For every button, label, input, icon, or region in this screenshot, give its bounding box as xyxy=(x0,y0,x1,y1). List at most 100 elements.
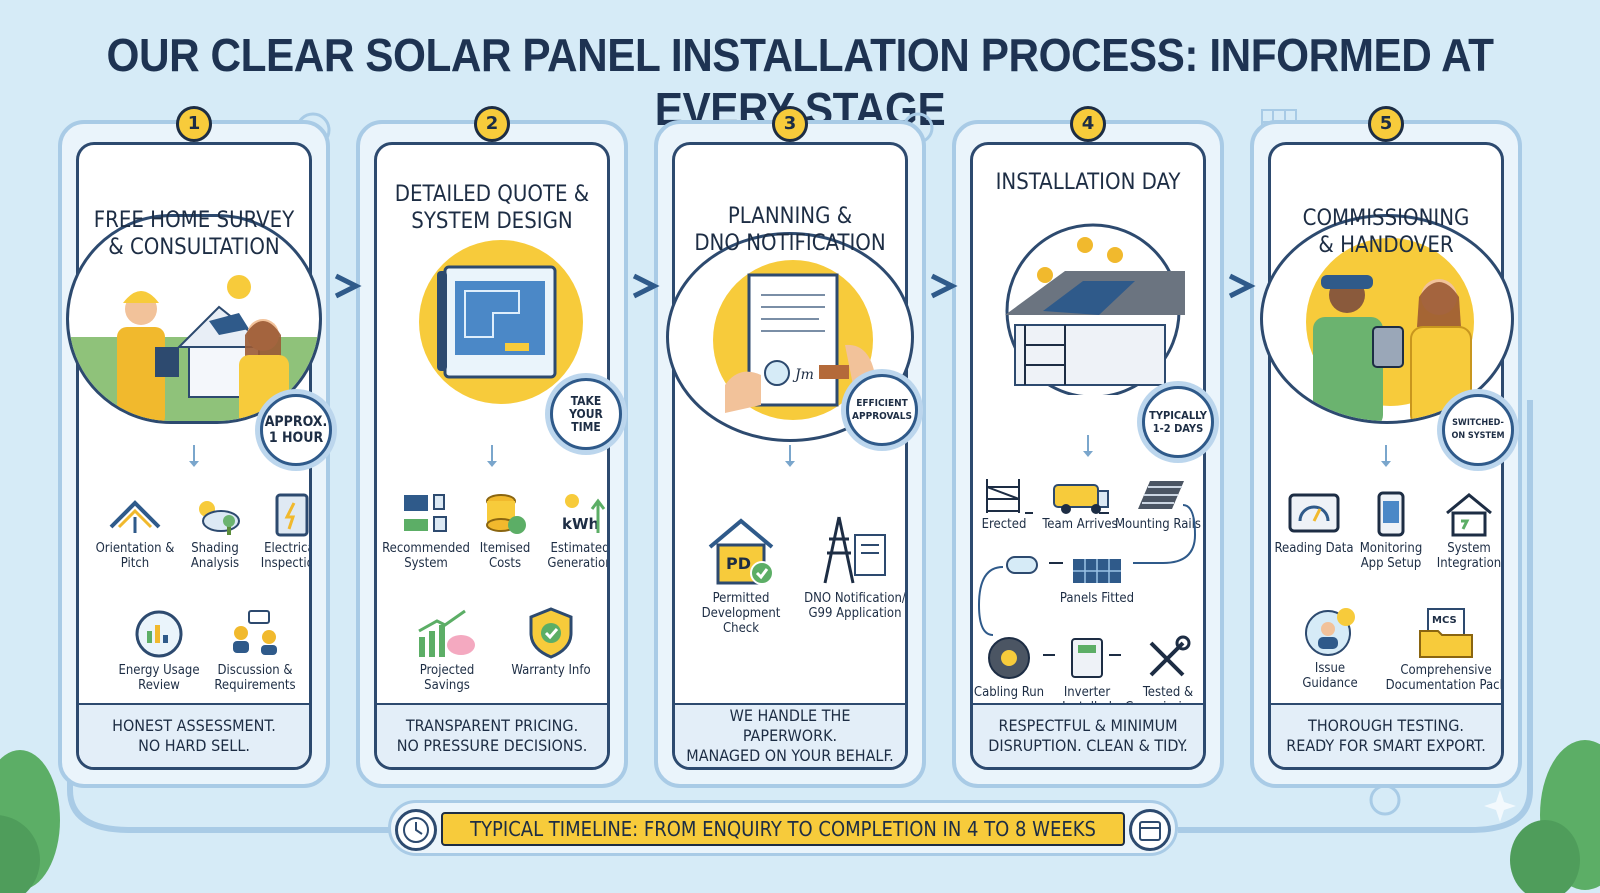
list-item: Itemised Costs xyxy=(465,491,545,571)
stage-title: DETAILED QUOTE & SYSTEM DESIGN xyxy=(394,182,590,234)
fusebox-icon xyxy=(275,493,309,537)
list-item: Recommended System xyxy=(379,491,473,571)
svg-text:MCS: MCS xyxy=(1432,615,1457,626)
roof-installation-illustration xyxy=(1005,223,1185,395)
scaffold-icon xyxy=(986,479,1020,513)
flow-step: Team Arrives xyxy=(1035,475,1125,532)
list-item: DNO Notification/ G99 Application xyxy=(801,513,905,621)
stage-2: 2 DETAILED QUOTE & SYSTEM DESIGN Recomme… xyxy=(356,106,628,788)
list-item: Electrical Inspection xyxy=(245,493,309,571)
document-signing-illustration: Jm xyxy=(713,260,875,420)
house-pd-icon: PD xyxy=(708,518,774,585)
stage-number: 5 xyxy=(1368,106,1404,142)
question-person-icon xyxy=(1305,608,1355,656)
svg-text:PD: PD xyxy=(726,554,751,573)
list-item: Shading Analysis xyxy=(169,493,261,571)
flow-step: Mounting Rails xyxy=(1113,475,1203,532)
svg-text:Jm: Jm xyxy=(792,367,814,383)
list-item: Issue Guidance xyxy=(1287,607,1373,691)
status-badge: SWITCHED-ON SYSTEM xyxy=(1442,394,1514,466)
calendar-icon xyxy=(1129,809,1171,851)
meter-icon xyxy=(135,610,183,658)
tools-icon xyxy=(1149,635,1191,677)
stage-5: 5 COMMISSIONING & HANDOVER Reading Data … xyxy=(1250,106,1522,788)
list-item: Monitoring App Setup xyxy=(1349,491,1433,571)
kwh-icon: kWh xyxy=(562,494,606,533)
duration-badge: TAKE YOUR TIME xyxy=(550,378,622,450)
list-item: Energy Usage Review xyxy=(109,609,209,693)
stage-card: PLANNING & DNO NOTIFICATION PD Permitted… xyxy=(672,142,908,770)
phone-app-icon xyxy=(1377,491,1405,537)
stage-4: 4 INSTALLATION DAY Erected Team Arrives … xyxy=(952,106,1224,788)
list-item: Reading Data xyxy=(1273,491,1355,556)
piggy-bank-icon xyxy=(418,609,475,657)
list-item: Discussion & Requirements xyxy=(205,609,305,693)
timeline-text: TYPICAL TIMELINE: FROM ENQUIRY TO COMPLE… xyxy=(441,812,1125,846)
down-arrow xyxy=(487,445,497,467)
duration-badge: TYPICALLY 1-2 DAYS xyxy=(1142,386,1214,458)
stage-number: 1 xyxy=(176,106,212,142)
list-item: Projected Savings xyxy=(401,607,493,693)
pylon-document-icon xyxy=(823,516,886,584)
stage-title: FREE HOME SURVEY & CONSULTATION xyxy=(93,208,295,260)
stage-illustration: Jm xyxy=(666,232,914,442)
stage-title: PLANNING & DNO NOTIFICATION xyxy=(694,204,886,256)
stage-card: FREE HOME SURVEY & CONSULTATION Orientat… xyxy=(76,142,312,770)
timeline-banner: TYPICAL TIMELINE: FROM ENQUIRY TO COMPLE… xyxy=(388,800,1178,856)
stage-illustration xyxy=(1260,214,1514,424)
flow-connector xyxy=(977,504,1197,656)
stage-card: DETAILED QUOTE & SYSTEM DESIGN Recommend… xyxy=(374,142,610,770)
clock-icon xyxy=(395,809,437,851)
coins-icon xyxy=(486,494,526,534)
stage-footer: TRANSPARENT PRICING.NO PRESSURE DECISION… xyxy=(377,703,607,767)
duration-badge: APPROX. 1 HOUR xyxy=(260,394,332,466)
stage-title: COMMISSIONING & HANDOVER xyxy=(1302,206,1470,258)
stage-footer: THOROUGH TESTING.READY FOR SMART EXPORT. xyxy=(1271,703,1501,767)
discussion-icon xyxy=(233,610,277,655)
inverter-icon xyxy=(1071,638,1103,678)
stage-number: 4 xyxy=(1070,106,1106,142)
status-badge: EFFICIENT APPROVALS xyxy=(846,374,918,446)
stage-1: 1 FREE HOME SURVEY & CONSULTATION Orient… xyxy=(58,106,332,788)
arrow-right-icon xyxy=(632,273,660,299)
stage-title: INSTALLATION DAY xyxy=(995,170,1181,195)
stage-number: 2 xyxy=(474,106,510,142)
shield-check-icon xyxy=(529,607,573,659)
stage-footer: HONEST ASSESSMENT.NO HARD SELL. xyxy=(79,703,309,767)
arrow-right-icon xyxy=(1228,273,1256,299)
house-battery-icon xyxy=(1446,493,1492,537)
list-item: Orientation & Pitch xyxy=(89,493,181,571)
flow-step: Cabling Run xyxy=(973,635,1049,700)
stage-number: 3 xyxy=(772,106,808,142)
list-item: PD Permitted Development Check xyxy=(689,513,793,636)
arrow-right-icon xyxy=(334,273,362,299)
stage-footer: WE HANDLE THE PAPERWORK.MANAGED ON YOUR … xyxy=(675,703,905,767)
sun-cloud-icon xyxy=(199,501,240,535)
down-arrow xyxy=(189,445,199,467)
flow-step: Panels Fitted xyxy=(1047,555,1147,606)
panel-icon xyxy=(1073,559,1121,583)
svg-text:kWh: kWh xyxy=(562,515,599,533)
folder-mcs-icon: MCS xyxy=(1419,608,1473,658)
roof-angle-icon xyxy=(109,500,161,533)
cable-reel-icon xyxy=(988,637,1030,679)
stage-3: 3 PLANNING & DNO NOTIFICATION PD Permitt… xyxy=(654,106,926,788)
down-arrow xyxy=(1083,435,1093,457)
flow-step: Erected xyxy=(973,475,1049,532)
list-item: MCS Comprehensive Documentation Pack xyxy=(1381,607,1501,693)
solar-system-icon xyxy=(404,494,447,532)
handover-illustration xyxy=(1306,238,1474,421)
gauge-icon xyxy=(1288,493,1340,533)
cable-icon xyxy=(1006,556,1038,574)
down-arrow xyxy=(785,445,795,467)
van-icon xyxy=(1053,484,1109,514)
list-item: Warranty Info xyxy=(505,607,597,678)
list-item: System Integration xyxy=(1427,491,1501,571)
arrow-right-icon xyxy=(930,273,958,299)
rails-icon xyxy=(1138,481,1184,509)
blueprint-illustration xyxy=(419,240,583,404)
down-arrow xyxy=(1381,445,1391,467)
stage-card: INSTALLATION DAY Erected Team Arrives Mo… xyxy=(970,142,1206,770)
